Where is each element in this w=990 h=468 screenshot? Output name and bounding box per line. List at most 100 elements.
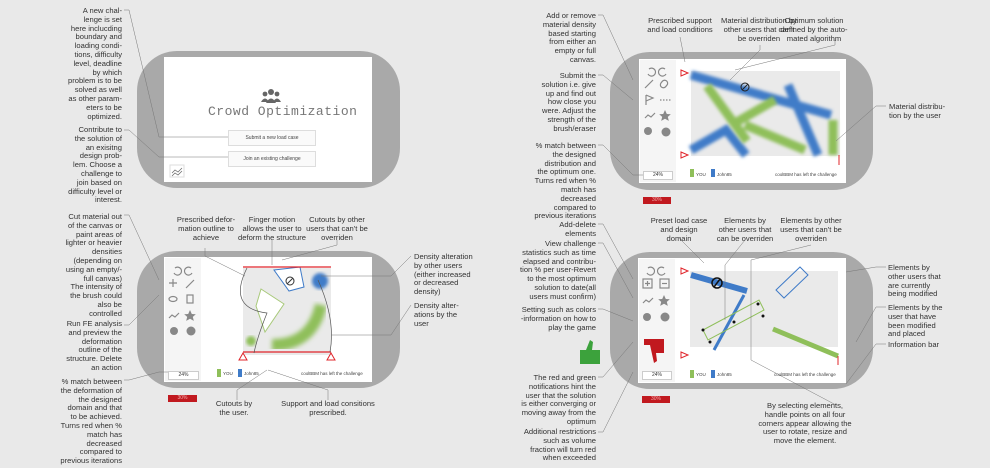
information-bar: coolBBM has left the challenge [775, 172, 837, 177]
legend-other-user: John85 [717, 372, 732, 377]
join-challenge-button[interactable]: Join an existing challenge [228, 151, 316, 167]
add-element-icon[interactable] [642, 278, 653, 289]
match-percentage-decreased: 30% [643, 197, 671, 204]
undo-icon[interactable] [646, 266, 656, 276]
note-match-deformation: % match between the deformation of the d… [60, 377, 122, 466]
redo-icon[interactable] [657, 67, 667, 77]
note-finger-motion: Finger motion allows the user to deform … [238, 215, 306, 242]
delete-element-icon[interactable] [659, 278, 670, 289]
brush-icon[interactable] [644, 79, 654, 89]
user-cutout [255, 288, 285, 334]
note-other-cutouts: Cutouts by other users that can't be ove… [306, 215, 368, 242]
star-icon[interactable] [658, 295, 670, 306]
stats-icon[interactable] [644, 112, 656, 119]
legend-you: YOU [223, 371, 233, 376]
gear-icon[interactable] [643, 313, 651, 321]
note-support-load: Support and load consitions prescribed. [281, 399, 375, 417]
match-percentage: 24% [642, 371, 672, 380]
note-elements-being-modified: Elements by other users that are current… [888, 263, 941, 299]
match-percentage-decreased: 30% [168, 395, 197, 402]
eye-icon[interactable] [168, 295, 178, 303]
thumbs-down-icon [644, 339, 664, 363]
undo-icon[interactable] [647, 67, 657, 77]
flag-icon[interactable] [645, 94, 655, 105]
match-percentage: 24% [168, 371, 199, 380]
note-new-challenge: A new chal- lenge is set here inclucding… [67, 6, 122, 121]
note-submit-solution: Submit the solution i.e. give up and fin… [541, 71, 596, 133]
other-user-cutout [273, 266, 305, 292]
info-icon[interactable] [186, 326, 196, 336]
note-contribute: Contribute to the solution of an exisitn… [68, 125, 122, 205]
submit-load-case-button[interactable]: Submit a new load case [228, 130, 316, 146]
user-placed-element [772, 326, 839, 359]
note-prescribed-support: Prescribed support and load conditions [647, 16, 713, 34]
note-notifications: The red and green notifications hint the… [521, 373, 596, 426]
eraser-icon[interactable] [659, 79, 669, 89]
note-information-bar: Information bar [888, 340, 940, 349]
legend-other-user: John85 [244, 371, 259, 376]
note-density-others: Density alteration by other users (eithe… [414, 252, 473, 297]
toolbar-3 [640, 60, 676, 182]
user-density [271, 303, 327, 351]
note-cut-material: Cut material out of the canvas or paint … [65, 212, 122, 318]
gear-icon[interactable] [170, 327, 178, 335]
note-add-remove-density: Add or remove material density based sta… [542, 11, 596, 64]
note-add-delete: Add-delete elements [559, 220, 596, 238]
deformation-outline [243, 266, 331, 353]
trash-icon[interactable] [186, 294, 194, 304]
note-overridable-elements: Elements by other users that can be over… [716, 216, 774, 243]
leader-lines [124, 9, 886, 433]
note-match-distribution: % match between the designed distributio… [534, 141, 596, 221]
thumbs-up-icon [580, 340, 600, 364]
legend-you: YOU [696, 372, 706, 377]
redo-icon[interactable] [656, 266, 666, 276]
support-icon [238, 351, 336, 361]
note-optimum-solution: Optimum solution defined by the auto- ma… [780, 16, 848, 43]
handle-points[interactable] [701, 302, 765, 344]
undo-icon[interactable] [173, 266, 183, 276]
brush-icon[interactable] [185, 279, 195, 289]
stats-icon[interactable] [168, 312, 180, 319]
support-icon [680, 69, 690, 159]
note-user-cutouts: Cutouts by the user. [215, 399, 253, 417]
information-bar: coolBBM has left the challenge [774, 372, 836, 377]
information-bar: coolBBM has left the challenge [301, 371, 363, 376]
note-user-distribution: Material distribu- tion by the user [889, 102, 946, 120]
note-view-statistics: View challenge statistics such as time e… [520, 239, 596, 301]
element-being-modified [775, 266, 809, 299]
legend-you: YOU [696, 172, 706, 177]
toolbar-4 [639, 259, 675, 382]
support-icon [680, 267, 690, 359]
other-user-distribution [688, 70, 833, 158]
match-percentage-decreased: 30% [642, 396, 670, 403]
redo-icon[interactable] [183, 266, 193, 276]
note-handle-points: By selecting elements, handle points on … [758, 401, 852, 446]
user-distribution [703, 83, 838, 155]
toolbar-2 [165, 258, 201, 381]
gear-icon[interactable] [644, 127, 652, 135]
note-user-elements: Elements by the user that have been modi… [888, 303, 943, 339]
note-restrictions: Additional restrictions such as volume f… [523, 427, 596, 463]
note-run-fe: Run FE analysis and preview the deformat… [66, 319, 122, 372]
star-icon[interactable] [184, 310, 196, 321]
note-density-user: Density alter- ations by the user [414, 301, 459, 328]
stats-icon[interactable] [642, 297, 654, 304]
match-percentage: 24% [643, 171, 673, 180]
app-title: Crowd Optimization [208, 104, 358, 119]
note-locked-elements: Elements by other users that can't be ov… [780, 216, 842, 243]
scissors-icon[interactable] [169, 279, 177, 287]
note-preset-load: Preset load case and design domain [650, 216, 708, 243]
info-icon[interactable] [661, 127, 671, 137]
crowd-icon [261, 89, 281, 103]
info-icon[interactable] [660, 312, 670, 322]
other-user-density [312, 273, 328, 289]
legend-other-user: John85 [717, 172, 732, 177]
selected-element[interactable] [702, 299, 765, 341]
note-settings: Setting such as colors -information on h… [520, 305, 596, 332]
note-deformation-outline: Prescribed defor- mation outline to achi… [176, 215, 236, 242]
note-other-distribution: Material distribution by other users tha… [721, 16, 797, 43]
star-icon[interactable] [659, 110, 671, 121]
deformation-curve [239, 267, 332, 354]
